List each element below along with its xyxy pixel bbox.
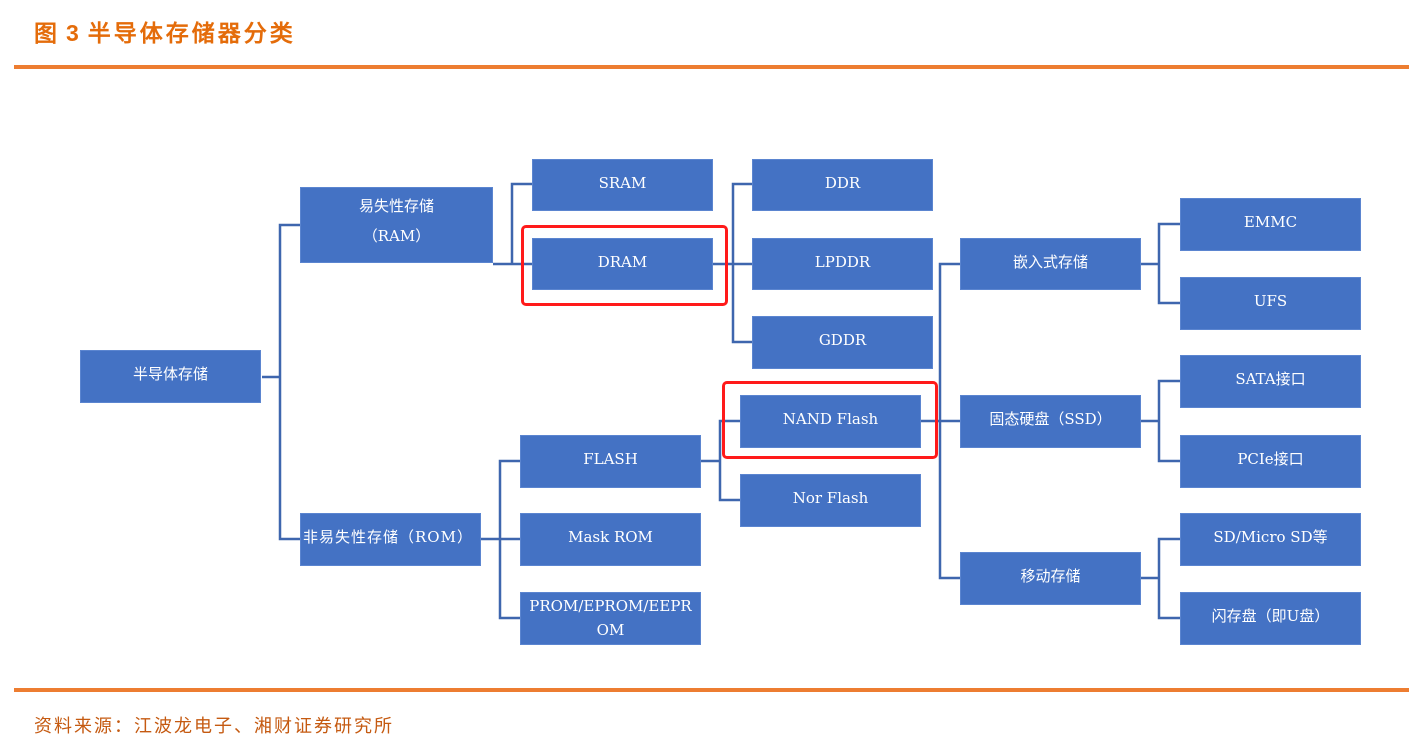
node-label-sub: （RAM） <box>362 227 431 245</box>
node-volatile-ram: 易失性存储 （RAM） <box>300 187 493 263</box>
node-label: SATA接口 <box>1235 370 1306 388</box>
node-label: LPDDR <box>814 253 871 271</box>
node-label: 固态硬盘（SSD） <box>989 410 1112 428</box>
node-nonvolatile-rom: 非易失性存储（ROM） <box>300 513 481 566</box>
node-embedded-storage: 嵌入式存储 <box>960 238 1141 290</box>
node-sata: SATA接口 <box>1180 355 1361 408</box>
node-label: PROM/EPROM/EEPR <box>529 597 692 615</box>
node-nand-flash: NAND Flash <box>740 395 921 448</box>
node-emmc: EMMC <box>1180 198 1361 251</box>
node-label: 移动存储 <box>1020 567 1081 585</box>
node-label: DRAM <box>597 253 648 271</box>
node-label: 半导体存储 <box>132 365 208 383</box>
node-prom: PROM/EPROM/EEPR OM <box>520 592 701 645</box>
node-mobile-storage: 移动存储 <box>960 552 1141 605</box>
connector-root <box>262 223 300 541</box>
highlight-nand-flash <box>722 381 938 459</box>
node-label: PCIe接口 <box>1237 450 1304 468</box>
figure-title-text: 半导体存储器分类 <box>87 21 296 47</box>
figure-number: 3 <box>66 20 82 46</box>
node-label: EMMC <box>1243 213 1298 231</box>
node-flash: FLASH <box>520 435 701 488</box>
node-ssd: 固态硬盘（SSD） <box>960 395 1141 448</box>
node-label: 嵌入式存储 <box>1012 253 1088 271</box>
node-label: NAND Flash <box>782 410 879 428</box>
node-label: FLASH <box>583 450 638 468</box>
figure-label: 图 <box>34 21 60 47</box>
node-ufs: UFS <box>1180 277 1361 330</box>
node-pcie: PCIe接口 <box>1180 435 1361 488</box>
node-label: Mask ROM <box>568 528 653 546</box>
connector-dram <box>713 182 752 344</box>
node-label: SD/Micro SD等 <box>1213 528 1328 546</box>
node-ddr: DDR <box>752 159 933 211</box>
connector-flash <box>701 419 740 502</box>
highlight-dram <box>521 225 728 306</box>
node-semiconductor-storage: 半导体存储 <box>80 350 261 403</box>
bottom-divider <box>14 688 1409 692</box>
source-note: 资料来源：江波龙电子、湘财证券研究所 <box>34 716 394 737</box>
node-label: SRAM <box>598 174 647 192</box>
node-label: 易失性存储 <box>358 197 434 215</box>
connector-embedded <box>1141 222 1180 305</box>
node-gddr: GDDR <box>752 316 933 369</box>
node-label: Nor Flash <box>792 489 869 507</box>
node-usb-flash-drive: 闪存盘（即U盘） <box>1180 592 1361 645</box>
node-mask-rom: Mask ROM <box>520 513 701 566</box>
connector-rom <box>481 459 520 620</box>
top-divider <box>14 65 1409 69</box>
connector-nand <box>921 262 960 580</box>
node-sd-card: SD/Micro SD等 <box>1180 513 1361 566</box>
connector-mobile <box>1141 537 1180 620</box>
node-lpddr: LPDDR <box>752 238 933 290</box>
node-nor-flash: Nor Flash <box>740 474 921 527</box>
node-label-sub: OM <box>596 621 625 639</box>
node-label: GDDR <box>818 331 867 349</box>
node-label: 非易失性存储（ROM） <box>303 528 473 546</box>
node-label: UFS <box>1253 292 1288 310</box>
node-label: DDR <box>824 174 861 192</box>
node-dram: DRAM <box>532 238 713 290</box>
connector-ssd <box>1141 379 1180 463</box>
node-label: 闪存盘（即U盘） <box>1211 607 1330 625</box>
node-sram: SRAM <box>532 159 713 211</box>
